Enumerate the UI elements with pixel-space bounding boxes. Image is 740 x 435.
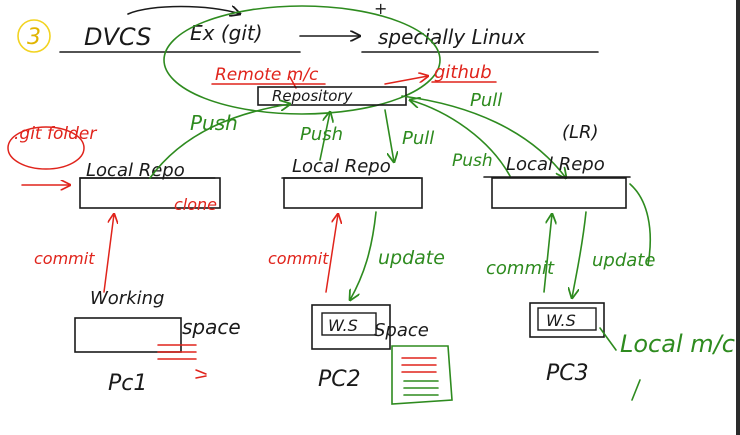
specially-linux-note: specially Linux [378,25,526,49]
remote-mc-label: Remote m/c [215,65,319,85]
section-number: 3 [27,25,41,50]
pc3-ws-label: W.S [546,311,576,330]
pc3-pull-label: Pull [470,90,502,111]
pc3-ws-inner-box [537,307,597,331]
remote-machine-ellipse [163,5,441,115]
pc1-space-label: space [182,315,241,339]
header: 3 DVCS Ex (git) specially Linux + [17,0,599,53]
pc3-mc-link [599,327,617,351]
pc1-commit-label: commit [34,249,95,268]
cursor-crosshair: + [374,0,387,18]
pc3-label: PC3 [546,361,589,386]
pc1-working-label: Working [90,288,164,309]
git-folder-label: .git folder [14,124,97,144]
remote-mc-pointer [289,76,297,89]
repository-label: Repository [272,87,354,105]
dvcs-title: DVCS [84,23,151,51]
pc1-working-box [74,317,182,353]
pc2-ws-label: W.S [328,316,358,335]
pc3-commit-arrow [543,214,552,293]
example-git: Ex (git) [190,21,263,45]
git-folder-oval [7,126,85,170]
remote-machine: Remote m/c Repository github [163,5,497,115]
local-mc-label: Local m/c [620,330,735,358]
pc2-update-arrow [350,211,377,300]
pc1-commit-arrow [103,214,114,293]
pc2-commit-label: commit [268,249,329,268]
pc2-pull-arrow [384,109,394,162]
pc2-space-label: Space [374,320,429,341]
pc3-update-arrow [572,211,587,298]
pc3-local-repo-label: Local Repo [506,154,605,175]
pc2-pull-label: Pull [402,128,434,149]
pc2: Push Pull Local Repo commit update W.S S… [268,109,453,405]
pc2-document-icon [391,345,453,405]
pc3: (LR) Pull Push Local Repo commit update … [401,90,655,386]
pc2-ws-outer-box [311,304,391,350]
top-swoop-arrow [127,7,240,15]
pc1: .git folder Local Repo clone Push commit… [7,104,290,396]
github-label: github [434,62,492,83]
pc3-push-arrow [410,100,511,177]
pc3-right-bracket [629,183,651,266]
pc2-update-label: update [378,247,445,269]
window-edge [736,0,740,435]
pc3-commit-label: commit [486,258,555,279]
pc3-push-label: Push [452,151,493,171]
pc1-push-label: Push [190,111,238,135]
pc2-push-label: Push [300,124,343,145]
pc3-pull-arrow [401,95,566,178]
pc3-lr-label: (LR) [562,122,599,143]
pc1-push-arrow [149,104,290,179]
pc3-update-label: update [592,250,655,271]
number-circle [17,19,51,53]
pc2-push-arrow [319,112,330,161]
pc3-ws-outer-box [529,302,605,338]
pc1-clone-label: clone [174,195,217,214]
pc2-ws-inner-box [321,312,377,336]
to-github-arrow [384,76,428,85]
pc2-commit-arrow [325,214,338,293]
pc3-local-repo-box [491,177,627,209]
pc2-label: PC2 [318,367,361,392]
pc2-local-repo-label: Local Repo [292,156,391,177]
local-mc-slash [631,379,641,401]
pc1-label: Pc1 [108,371,147,396]
pc1-file-lines [157,344,207,379]
pc2-local-repo-box [283,177,423,209]
